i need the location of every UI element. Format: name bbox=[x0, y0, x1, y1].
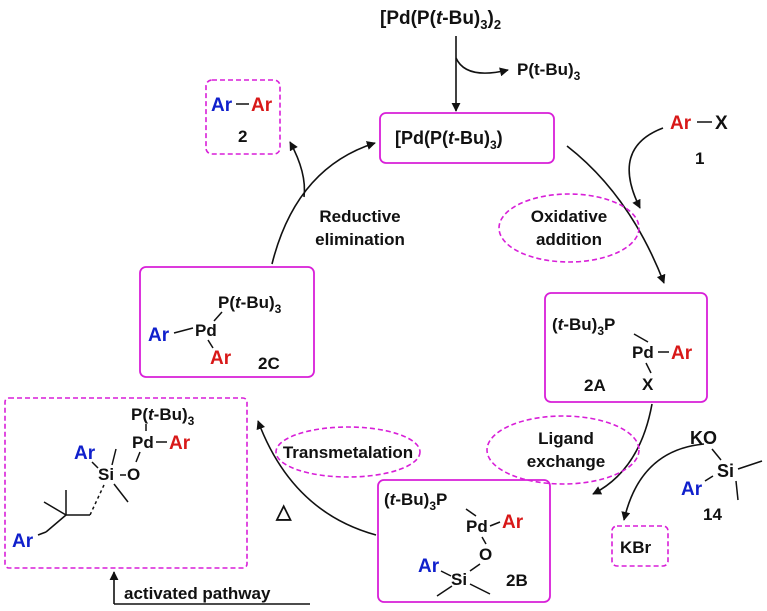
activated-complex-ar-pd: Ar bbox=[169, 433, 191, 454]
intermediate-2c-ligand: P(t-Bu)3 bbox=[218, 293, 282, 316]
activated-complex-quaternary-methyl-2 bbox=[43, 501, 67, 516]
oxidative-addition-ellipse bbox=[498, 193, 640, 263]
activated-complex-box bbox=[4, 397, 248, 569]
transmetalation-ellipse bbox=[275, 426, 421, 478]
intermediate-2b-o: O bbox=[479, 545, 492, 564]
released-ligand-formula: P(t-Bu)3 bbox=[517, 60, 581, 83]
activated-complex-si-ar-bond bbox=[91, 461, 99, 469]
silanolate-ar-si-bond bbox=[704, 475, 714, 482]
ligand-label-1: Ligand bbox=[538, 429, 594, 448]
oxidative-label-1: Oxidative bbox=[531, 207, 608, 226]
byproduct-kbr: KBr bbox=[620, 538, 652, 557]
activated-complex-ar-si: Ar bbox=[74, 443, 96, 464]
transmetalation-label: Transmetalation bbox=[283, 443, 413, 462]
activated-complex-chain-bond-2 bbox=[45, 514, 67, 533]
active-catalyst-box bbox=[379, 112, 555, 164]
product-ar-left: Ar bbox=[211, 95, 233, 116]
intermediate-2a-ar: Ar bbox=[671, 343, 693, 364]
ligand-exchange-arrow bbox=[592, 403, 653, 495]
intermediate-2c-pd: Pd bbox=[195, 321, 217, 340]
silanolate-ko: KO bbox=[690, 428, 717, 448]
reductive-elimination-arrow bbox=[271, 141, 376, 265]
silanolate-number: 14 bbox=[703, 505, 722, 524]
intermediate-2b-si-ar-bond bbox=[440, 570, 452, 577]
intermediate-2b-si-methyl-bond bbox=[436, 585, 453, 597]
aryl-halide-entry-arrow bbox=[628, 127, 664, 209]
silanolate-methyl-bond bbox=[737, 460, 763, 470]
catalyst-precursor-formula: [Pd(P(t-Bu)3)2 bbox=[380, 8, 501, 32]
intermediate-2b-pd-o-bond bbox=[481, 536, 487, 545]
silanolate-o-si-bond bbox=[711, 448, 722, 461]
intermediate-2b-ar-si: Ar bbox=[418, 556, 440, 577]
heat-triangle-icon: △ bbox=[275, 501, 292, 523]
activated-complex-si-c-dashed-bond bbox=[89, 484, 105, 516]
activated-complex-pd: Pd bbox=[132, 433, 154, 452]
intermediate-2b-box bbox=[377, 479, 551, 603]
intermediate-2c-ar-pd-bond bbox=[173, 327, 194, 334]
intermediate-2a-p-pd-bond bbox=[633, 333, 649, 343]
reductive-label-2: elimination bbox=[315, 230, 405, 249]
activated-complex-ligand: P(t-Bu)3 bbox=[131, 405, 195, 428]
ligand-label-2: exchange bbox=[527, 452, 605, 471]
intermediate-2b-ar: Ar bbox=[502, 512, 524, 533]
intermediate-2c-pd-ar-bond bbox=[207, 339, 214, 349]
activated-complex-si-methyl-bond bbox=[111, 448, 117, 466]
intermediate-2b-ligand: (t-Bu)3P bbox=[384, 490, 447, 513]
aryl-halide-x: X bbox=[715, 113, 728, 134]
intermediate-2c-ar-right: Ar bbox=[210, 348, 232, 369]
oxidative-addition-arrow bbox=[566, 145, 666, 284]
byproduct-box bbox=[611, 525, 669, 567]
aryl-halide-ar: Ar bbox=[670, 113, 692, 134]
product-box bbox=[205, 79, 281, 155]
transmetalation-arrow bbox=[256, 420, 377, 536]
oxidative-label-2: addition bbox=[536, 230, 602, 249]
intermediate-2b-si: Si bbox=[451, 570, 467, 589]
activated-complex-ar-bottom: Ar bbox=[12, 531, 34, 552]
intermediate-2c-label: 2C bbox=[258, 354, 280, 373]
intermediate-2a-box bbox=[544, 292, 708, 403]
intermediate-2b-label: 2B bbox=[506, 571, 528, 590]
intermediate-2c-ar-left: Ar bbox=[148, 325, 170, 346]
activated-pathway-label: activated pathway bbox=[124, 584, 271, 603]
intermediate-2a-pd-x-bond bbox=[645, 362, 652, 374]
product-release-arrow bbox=[289, 141, 306, 198]
activated-complex-ar-bond bbox=[37, 531, 47, 536]
intermediate-2b-pd: Pd bbox=[466, 517, 488, 536]
intermediate-2b-o-si-bond bbox=[469, 563, 481, 572]
intermediate-2a-label: 2A bbox=[584, 376, 606, 395]
product-number: 2 bbox=[238, 127, 247, 146]
activated-complex-si: Si bbox=[98, 465, 114, 484]
activated-complex-o: O bbox=[127, 465, 140, 484]
intermediate-2a-pd: Pd bbox=[632, 343, 654, 362]
reductive-label-1: Reductive bbox=[319, 207, 400, 226]
activated-complex-pd-o-bond bbox=[135, 451, 141, 463]
silanolate-si: Si bbox=[717, 461, 734, 481]
intermediate-2b-si-methyl-bond-2 bbox=[469, 583, 491, 595]
silanolate-entry-arrow bbox=[621, 443, 705, 521]
ligand-loss-arrow bbox=[455, 57, 509, 77]
intermediate-2c-p-pd-bond bbox=[213, 311, 223, 322]
intermediate-2b-p-pd-bond bbox=[465, 508, 477, 517]
silanolate-methyl-bond-2 bbox=[735, 480, 739, 501]
silanolate-ar: Ar bbox=[681, 479, 703, 500]
aryl-halide-number: 1 bbox=[695, 149, 704, 168]
intermediate-2a-x: X bbox=[642, 375, 654, 394]
intermediate-2b-pd-ar-bond bbox=[489, 521, 501, 527]
intermediate-2a-ligand: (t-Bu)3P bbox=[552, 315, 615, 338]
active-catalyst-formula: [Pd(P(t-Bu)3) bbox=[395, 128, 503, 152]
activated-complex-si-methyl-bond-2 bbox=[113, 483, 129, 503]
product-ar-right: Ar bbox=[251, 95, 273, 116]
ligand-exchange-ellipse bbox=[486, 415, 640, 485]
intermediate-2c-box bbox=[139, 266, 315, 378]
